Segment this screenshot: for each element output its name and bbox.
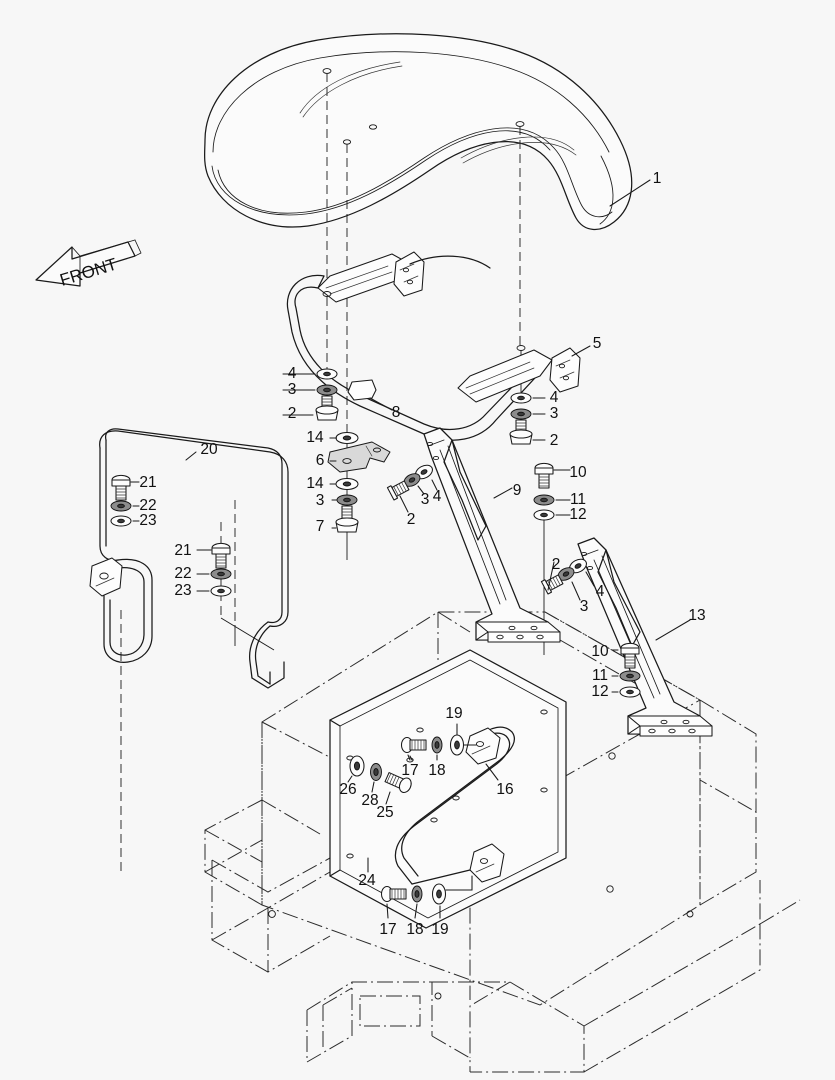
callout-number-plain-washer: 4 bbox=[433, 488, 442, 505]
callout-number-spring-washer: 18 bbox=[428, 762, 445, 779]
fastener-stack-left bbox=[282, 368, 339, 421]
callout-5-leader bbox=[571, 345, 591, 357]
callout-number-spring-washer: 3 bbox=[550, 405, 559, 422]
callout-number-hex-bolt: 2 bbox=[550, 432, 559, 449]
rubber-pad-8 bbox=[347, 379, 393, 411]
callout-number-spring-washer: 3 bbox=[288, 381, 297, 398]
callout-number-grab-handle: 16 bbox=[496, 781, 513, 798]
front-direction-arrow: FRONT bbox=[35, 239, 142, 290]
callout-number-rubber-pad: 8 bbox=[392, 404, 401, 421]
callout-number-cover-plate: 24 bbox=[358, 872, 376, 889]
fastener-stack-right bbox=[509, 392, 546, 445]
callout-number-plain-washer: 4 bbox=[550, 389, 559, 406]
callout-number-plain-washer-large: 14 bbox=[306, 429, 324, 446]
callout-number-flange-bolt: 21 bbox=[139, 474, 156, 491]
callout-number-spring-washer: 3 bbox=[580, 598, 589, 615]
fastener-group-post13 bbox=[540, 558, 595, 601]
callout-number-plain-washer: 19 bbox=[431, 921, 448, 938]
callout-number-hex-bolt-long: 7 bbox=[316, 518, 325, 535]
callout-number-spring-washer: 28 bbox=[361, 792, 378, 809]
fastener-group-17-18-19-upper bbox=[400, 723, 477, 761]
callout-number-plain-washer: 12 bbox=[591, 683, 608, 700]
grab-handle-16 bbox=[394, 726, 515, 885]
machine-body-phantom bbox=[204, 611, 801, 1073]
callout-number-canopy-roof: 1 bbox=[653, 170, 662, 187]
left-support-post bbox=[423, 427, 561, 643]
callout-number-left-support-post: 9 bbox=[513, 482, 522, 499]
fastener-stack-21-22-23-b bbox=[196, 542, 232, 597]
callout-number-spring-washer: 3 bbox=[421, 491, 430, 508]
callout-number-spring-washer: 18 bbox=[406, 921, 423, 938]
callout-number-hex-bolt: 2 bbox=[407, 511, 416, 528]
callout-number-plain-washer-large: 14 bbox=[306, 475, 324, 492]
rops-side-frame bbox=[89, 428, 289, 689]
callout-number-plain-washer: 4 bbox=[288, 365, 297, 382]
fastener-group-26-28-25 bbox=[347, 755, 412, 805]
callout-number-plain-washer: 12 bbox=[569, 506, 586, 523]
callout-number-rops-side-frame: 20 bbox=[200, 441, 218, 458]
fastener-stack-10-11-12-lower bbox=[611, 642, 641, 698]
callout-number-spring-washer: 22 bbox=[174, 565, 191, 582]
right-support-post bbox=[577, 537, 713, 737]
callout-1-leader bbox=[609, 179, 651, 207]
callout-number-flange-bolt: 10 bbox=[569, 464, 587, 481]
callout-number-plain-washer: 4 bbox=[596, 583, 605, 600]
callout-number-hex-bolt: 2 bbox=[552, 556, 561, 573]
callout-number-flange-bolt: 10 bbox=[591, 643, 609, 660]
callout-number-hex-bolt: 17 bbox=[401, 762, 418, 779]
clamp-bracket-assembly bbox=[327, 431, 391, 533]
callout-number-plain-washer: 19 bbox=[445, 705, 462, 722]
callout-number-spring-washer: 11 bbox=[570, 491, 586, 508]
callout-number-canopy-support-frame: 5 bbox=[593, 335, 602, 352]
fastener-stack-10-11-12-upper bbox=[533, 462, 571, 521]
callout-number-spring-washer: 22 bbox=[139, 497, 156, 514]
fastener-group-17-18-19-lower bbox=[380, 875, 473, 919]
callout-number-clamp-bracket: 6 bbox=[316, 452, 325, 469]
canopy-roof bbox=[204, 33, 633, 230]
callout-number-flange-bolt: 21 bbox=[174, 542, 191, 559]
callout-number-spring-washer: 3 bbox=[316, 492, 325, 509]
callout-number-hex-bolt: 2 bbox=[288, 405, 297, 422]
callout-number-hex-bolt: 17 bbox=[379, 921, 396, 938]
callout-number-spring-washer: 11 bbox=[592, 667, 608, 684]
cover-plate-24 bbox=[329, 649, 567, 929]
callout-number-plain-washer: 26 bbox=[339, 781, 356, 798]
callout-number-right-support-post: 13 bbox=[688, 607, 705, 624]
fastener-group-post9 bbox=[386, 464, 438, 513]
callout-number-plain-washer: 23 bbox=[174, 582, 191, 599]
callout-number-plain-washer: 23 bbox=[139, 512, 156, 529]
callout-number-screw: 25 bbox=[376, 804, 393, 821]
fastener-stack-21-22-23-a bbox=[110, 474, 140, 527]
